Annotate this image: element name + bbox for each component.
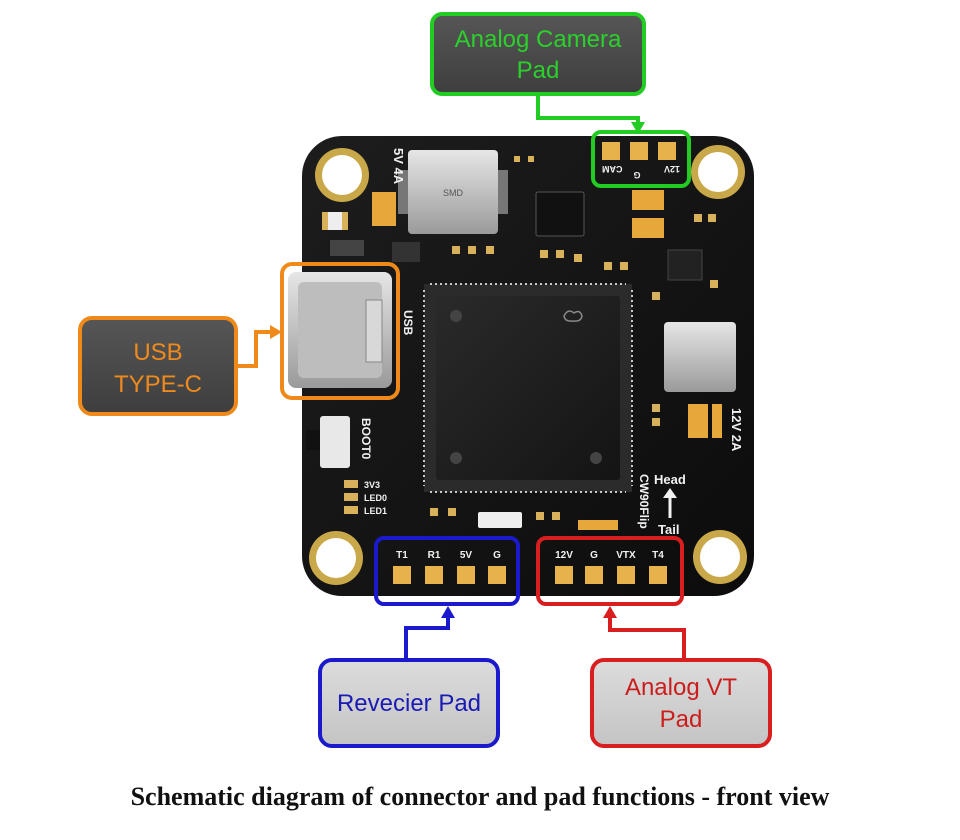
vtx-pad-label-12v: 12V [555,550,573,561]
vtx-pads: 12V G VTX T4 [536,536,684,606]
t1-pad [393,566,411,584]
cam-ground-pad-label: G [633,170,640,180]
ground-pad [488,566,506,584]
head-arrow-icon [663,488,677,518]
cam-pad-label: CAM [602,164,623,174]
boot-button [306,416,350,468]
camera-callout-line1: Analog Camera [455,26,622,53]
5v-pad [457,566,475,584]
usb-silk-label: USB [401,310,415,336]
12v-pad [658,142,676,160]
usb-connector-arrow-icon [236,330,276,368]
inductor-top: SMD [398,150,508,234]
flight-controller-board: SMD USB [288,136,754,596]
model-silk-label: CW90Flip [637,474,651,529]
smd-components [322,156,722,530]
usb-highlight-frame [280,262,400,400]
label-5v-4a: 5V 4A [391,148,406,185]
ground-pad [585,566,603,584]
vtx-connector-arrow-icon [608,614,686,660]
camera-connector-arrow-icon [536,94,640,130]
mcu-chip [423,283,633,493]
usb-c-port [288,272,392,388]
cam-12v-pad-label: 12V [664,164,680,174]
usb-arrowhead-icon [270,325,282,339]
label-tail: Tail [658,522,679,537]
receiver-callout: Revecier Pad [318,658,500,748]
t4-pad [649,566,667,584]
boot-silk-label: BOOT0 [359,418,373,460]
vtx-pad-label-vtx: VTX [616,550,636,561]
vtx-pad [617,566,635,584]
camera-callout: Analog Camera Pad [430,12,646,96]
vtx-callout-line1: Analog VT [625,674,737,701]
receiver-pad-label-r1: R1 [428,550,441,561]
mounting-hole-top-left [315,148,369,202]
camera-pads: CAM G 12V [591,130,691,188]
receiver-pad-label-t1: T1 [396,550,408,561]
receiver-pads: T1 R1 5V G [374,536,520,606]
figure-caption: Schematic diagram of connector and pad f… [130,782,830,811]
mounting-hole-bottom-right [693,530,747,584]
vtx-arrowhead-icon [603,606,617,618]
ground-pad [630,142,648,160]
label-led0: LED0 [364,493,387,503]
cam-pad [602,142,620,160]
usb-callout-line1: USB [133,339,182,366]
inductor-right [664,322,736,392]
receiver-callout-label: Revecier Pad [337,690,481,717]
usb-callout-line2: TYPE-C [114,371,202,398]
vtx-callout: Analog VT Pad [590,658,772,748]
mounting-hole-bottom-left [309,531,363,585]
r1-pad [425,566,443,584]
label-3v3: 3V3 [364,480,380,490]
camera-callout-line2: Pad [517,57,560,84]
12v-pad [555,566,573,584]
receiver-pad-label-5v: 5V [460,550,473,561]
camera-pad-frame [591,130,691,188]
vtx-pad-label-g: G [590,550,598,561]
receiver-connector-arrow-icon [404,614,450,660]
label-led1: LED1 [364,506,387,516]
vtx-pad-label-t4: T4 [652,550,664,561]
camera-arrowhead-icon [631,122,645,134]
receiver-pad-label-g: G [493,550,501,561]
receiver-arrowhead-icon [441,606,455,618]
label-head: Head [654,472,686,487]
usb-callout: USB TYPE-C [78,316,238,416]
receiver-pad-frame [374,536,520,606]
vtx-pad-frame [536,536,684,606]
mounting-hole-top-right [691,145,745,199]
label-12v-2a: 12V 2A [729,408,744,452]
inductor-label: SMD [443,188,464,198]
vtx-callout-line2: Pad [660,706,703,733]
